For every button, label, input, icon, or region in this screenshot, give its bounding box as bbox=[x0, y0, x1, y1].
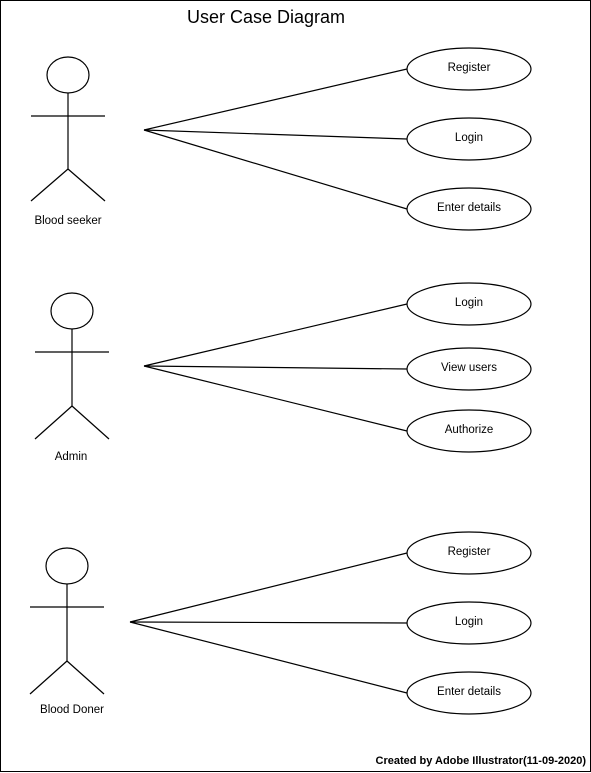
use-case-label-authorize: Authorize bbox=[444, 424, 494, 436]
use-case-authorize bbox=[406, 409, 532, 453]
actor-label-blood-doner: Blood Doner bbox=[40, 704, 104, 716]
association-line bbox=[143, 68, 408, 131]
actor-head bbox=[45, 547, 89, 585]
association-line bbox=[143, 365, 408, 432]
actor-label-blood-seeker: Blood seeker bbox=[34, 215, 102, 227]
use-case-label-enter-details: Enter details bbox=[437, 202, 501, 214]
diagram-title: User Case Diagram bbox=[186, 7, 346, 27]
actor-blood-seeker-figure bbox=[30, 56, 106, 202]
use-case-register bbox=[406, 47, 532, 91]
actor-left-leg bbox=[34, 405, 73, 440]
actor-left-leg bbox=[30, 168, 69, 202]
use-case-label-login: Login bbox=[454, 132, 484, 144]
association-line bbox=[129, 621, 408, 624]
use-case-enter-details bbox=[406, 671, 532, 715]
association-line bbox=[143, 129, 408, 210]
association-line bbox=[143, 303, 408, 367]
associations-blood-doner bbox=[129, 552, 408, 694]
actor-head bbox=[46, 56, 90, 94]
use-case-label-login: Login bbox=[454, 297, 484, 309]
use-case-label-view-users: View users bbox=[440, 362, 498, 374]
use-case-label-register: Register bbox=[447, 62, 491, 74]
footer-credit: Created by Adobe Illustrator(11-09-2020) bbox=[375, 755, 587, 767]
actor-left-leg bbox=[29, 660, 68, 695]
actor-admin-figure bbox=[34, 292, 110, 440]
use-case-register bbox=[406, 531, 532, 575]
actor-blood-doner-figure bbox=[29, 547, 105, 695]
actor-right-leg bbox=[66, 660, 105, 695]
actor-right-leg bbox=[67, 168, 106, 202]
association-line bbox=[129, 552, 408, 623]
association-line bbox=[143, 129, 408, 140]
use-case-login bbox=[406, 601, 532, 645]
use-case-label-enter-details: Enter details bbox=[437, 686, 501, 698]
use-case-enter-details bbox=[406, 187, 532, 231]
actor-label-admin: Admin bbox=[54, 451, 88, 463]
associations-admin bbox=[143, 303, 408, 432]
use-case-view-users bbox=[406, 347, 532, 391]
use-case-login bbox=[406, 282, 532, 326]
actor-head bbox=[50, 292, 94, 330]
use-case-login bbox=[406, 117, 532, 161]
actor-right-leg bbox=[71, 405, 110, 440]
use-case-label-login: Login bbox=[454, 616, 484, 628]
use-case-label-register: Register bbox=[447, 546, 491, 558]
association-line bbox=[129, 621, 408, 694]
association-line bbox=[143, 365, 408, 370]
associations-blood-seeker bbox=[143, 68, 408, 210]
